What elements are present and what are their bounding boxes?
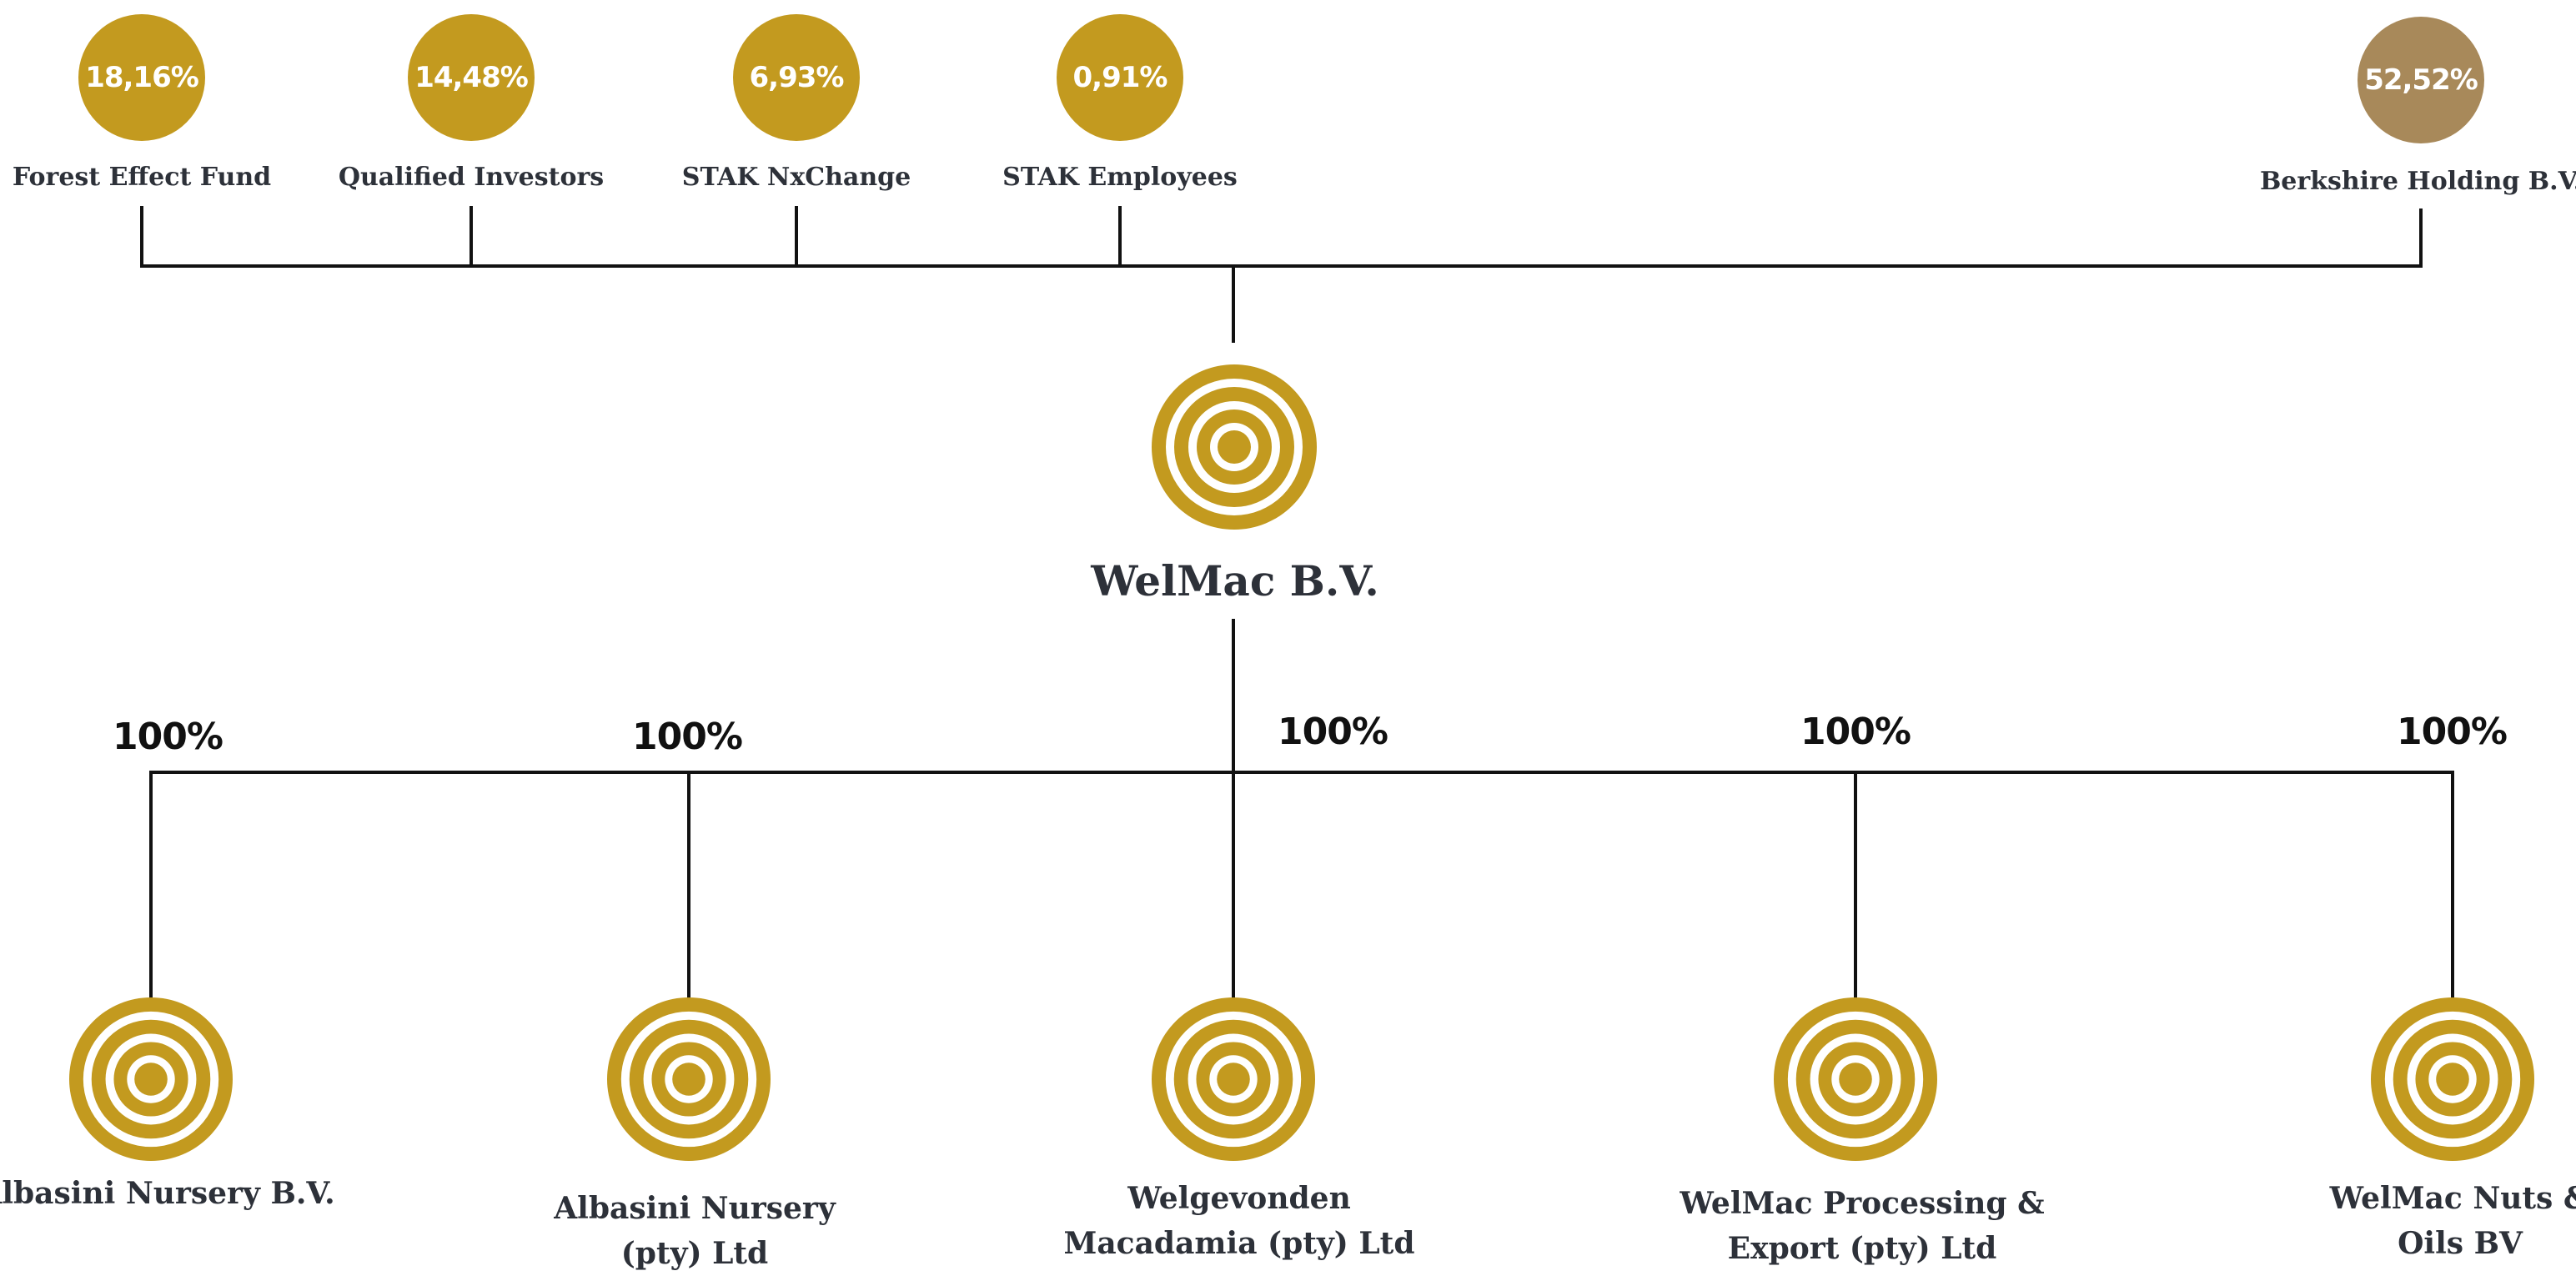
subsidiary-ownership-percent: 100% xyxy=(113,716,223,758)
shareholder-connector xyxy=(470,206,473,266)
subsidiary-name-line1: Welgevonden xyxy=(1127,1181,1351,1216)
subsidiary-name: Albasini Nursery B.V. xyxy=(0,1171,335,1216)
shareholder-percent-badge: 14,48% xyxy=(408,14,535,141)
shareholder-percent-badge: 0,91% xyxy=(1057,14,1183,141)
subsidiary-name-line1: WelMac Processing & xyxy=(1680,1186,2045,1221)
subsidiary-connector xyxy=(1854,772,1857,1001)
subsidiary-connector xyxy=(687,772,690,1001)
shareholder-connector xyxy=(1118,206,1122,266)
subsidiary-ownership-percent: 100% xyxy=(2397,711,2508,753)
shareholder-percent-badge: 18,16% xyxy=(78,14,205,141)
shareholder-connector xyxy=(2419,208,2423,266)
subsidiary-rings-icon xyxy=(607,997,771,1161)
subsidiary-ownership-percent: 100% xyxy=(1278,711,1388,753)
subsidiary-name: Welgevonden Macadamia (pty) Ltd xyxy=(1064,1176,1415,1266)
subsidiary-name-line1: WelMac Nuts & xyxy=(2329,1181,2576,1216)
shareholder-name: Forest Effect Fund xyxy=(12,163,272,192)
shareholder-connector xyxy=(795,206,798,266)
shareholder-name: Berkshire Holding B.V. xyxy=(2259,167,2576,196)
subsidiary-name: WelMac Nuts & Oils BV xyxy=(2330,1176,2576,1266)
subsidiary-connector xyxy=(149,772,153,1001)
subsidiary-name-line2: (pty) Ltd xyxy=(620,1236,769,1271)
subsidiary-rings-icon xyxy=(69,997,233,1161)
shareholders-bus-line xyxy=(140,264,2423,268)
subsidiary-ownership-percent: 100% xyxy=(632,716,743,758)
subsidiary-name-line1: Albasini Nursery xyxy=(554,1191,836,1226)
shareholder-name: STAK NxChange xyxy=(681,163,911,192)
subsidiary-name-line1: Albasini Nursery B.V. xyxy=(0,1176,335,1211)
subsidiary-ownership-percent: 100% xyxy=(1800,711,1911,753)
subsidiary-rings-icon xyxy=(1774,997,1937,1161)
subsidiary-name-line2: Oils BV xyxy=(2398,1226,2523,1261)
subsidiary-name: Albasini Nursery (pty) Ltd xyxy=(554,1186,836,1276)
subsidiary-rings-icon xyxy=(2371,997,2534,1161)
subsidiary-name-line2: Export (pty) Ltd xyxy=(1727,1231,1997,1266)
subsidiary-name: WelMac Processing & Export (pty) Ltd xyxy=(1680,1181,2044,1271)
shareholder-percent-badge: 52,52% xyxy=(2358,17,2484,143)
subsidiary-connector xyxy=(2451,772,2454,1001)
main-entity-connector-top xyxy=(1232,266,1235,343)
subsidiary-name-line2: Macadamia (pty) Ltd xyxy=(1063,1226,1415,1261)
main-entity-name: WelMac B.V. xyxy=(1091,556,1379,605)
shareholder-connector xyxy=(140,206,143,266)
main-entity-connector-bottom xyxy=(1232,619,1235,1001)
shareholder-name: Qualified Investors xyxy=(338,163,605,192)
main-entity-rings-icon xyxy=(1152,364,1317,530)
subsidiary-rings-icon xyxy=(1152,997,1315,1161)
shareholder-percent-badge: 6,93% xyxy=(733,14,860,141)
subsidiaries-bus-line xyxy=(149,771,2454,774)
shareholder-name: STAK Employees xyxy=(1002,163,1238,192)
